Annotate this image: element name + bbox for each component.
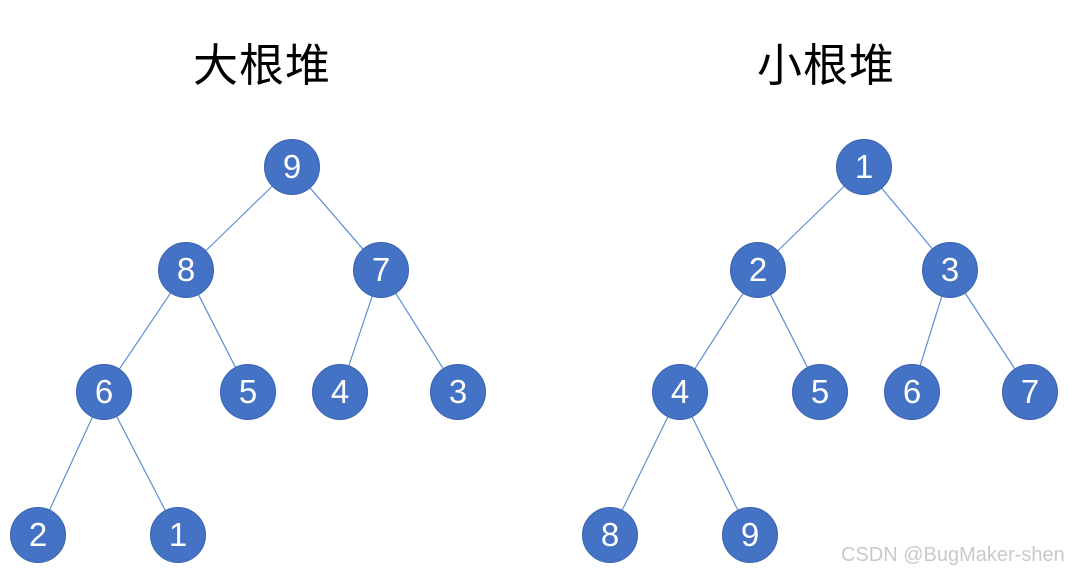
tree-node[interactable]: 7: [1002, 364, 1058, 420]
tree-edge: [48, 415, 94, 512]
tree-node[interactable]: 7: [353, 242, 409, 298]
tree-node-label: 1: [168, 515, 188, 553]
tree-node-label: 3: [448, 372, 468, 410]
page-title-max-heap: 大根堆: [193, 40, 332, 91]
tree-node-label: 1: [854, 147, 874, 185]
tree-node[interactable]: 8: [582, 507, 638, 563]
tree-node-label: 6: [902, 372, 922, 410]
tree-node[interactable]: 4: [652, 364, 708, 420]
tree-node-label: 7: [1020, 372, 1040, 410]
tree-node[interactable]: 3: [430, 364, 486, 420]
tree-node[interactable]: 2: [730, 242, 786, 298]
page-title-min-heap: 小根堆: [757, 40, 896, 91]
tree-edge: [880, 186, 934, 251]
tree-edge: [308, 186, 365, 251]
tree-node[interactable]: 9: [264, 139, 320, 195]
tree-node-label: 9: [282, 147, 302, 185]
tree-node[interactable]: 8: [158, 242, 214, 298]
tree-node-label: 8: [176, 250, 196, 288]
tree-edge: [115, 414, 167, 513]
tree-node[interactable]: 6: [884, 364, 940, 420]
tree-node[interactable]: 9: [722, 507, 778, 563]
tree-node[interactable]: 6: [76, 364, 132, 420]
tree-edge: [693, 291, 745, 371]
tree-node[interactable]: 5: [220, 364, 276, 420]
tree-edge: [204, 184, 274, 253]
tree-edge: [197, 292, 237, 370]
tree-node-label: 8: [600, 515, 620, 553]
tree-node[interactable]: 1: [836, 139, 892, 195]
tree-node-label: 9: [740, 515, 760, 553]
tree-node-label: 5: [238, 372, 258, 410]
tree-edge: [118, 291, 172, 371]
tree-node-label: 6: [94, 372, 114, 410]
tree-node-label: 4: [670, 372, 690, 410]
tree-node-label: 3: [940, 250, 960, 288]
tree-edge: [394, 291, 445, 371]
tree-edge: [776, 184, 846, 253]
tree-node-label: 5: [810, 372, 830, 410]
tree-edge: [690, 415, 740, 512]
tree-node[interactable]: 4: [312, 364, 368, 420]
tree-edge: [963, 291, 1017, 371]
watermark-label: CSDN @BugMaker-shen: [841, 544, 1065, 566]
tree-edge: [620, 415, 670, 512]
tree-edge: [919, 294, 943, 368]
tree-node-label: 4: [330, 372, 350, 410]
tree-node[interactable]: 1: [150, 507, 206, 563]
tree-node[interactable]: 3: [922, 242, 978, 298]
tree-node[interactable]: 5: [792, 364, 848, 420]
tree-node-label: 2: [28, 515, 48, 553]
tree-node-label: 7: [371, 250, 391, 288]
tree-edge: [769, 292, 809, 370]
tree-node[interactable]: 2: [10, 507, 66, 563]
tree-edge: [347, 294, 374, 368]
tree-node-label: 2: [748, 250, 768, 288]
